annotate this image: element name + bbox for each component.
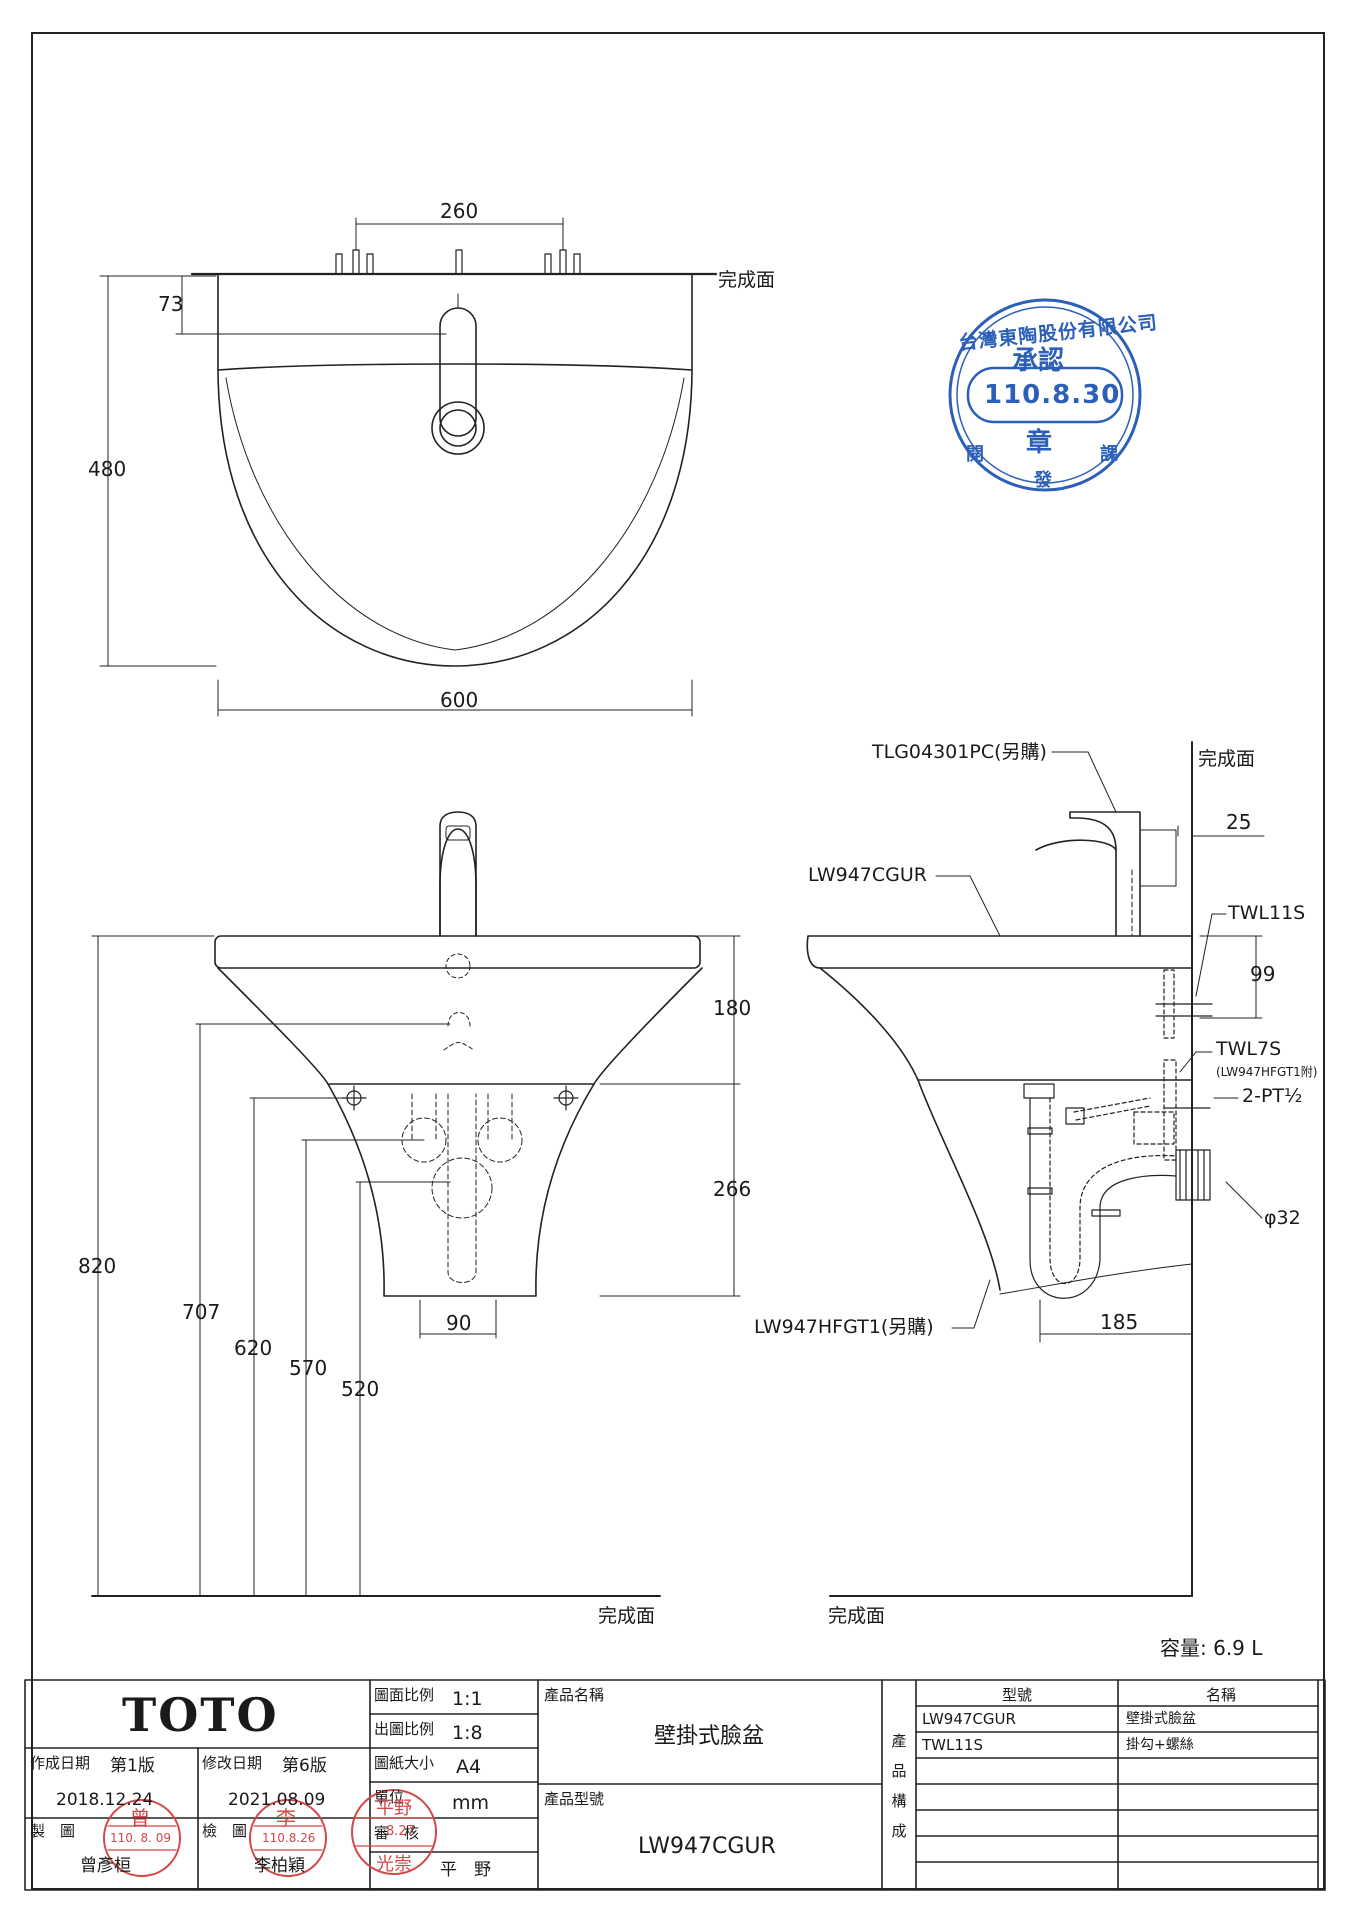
review-stamp-top: 平野 [376, 1798, 412, 1819]
finish-surface-label-floor-front: 完成面 [598, 1605, 656, 1627]
finish-surface-label-floor-side: 完成面 [828, 1605, 886, 1627]
product-model-label: 產品型號 [544, 1790, 605, 1808]
created-date: 2018.12.24 [56, 1790, 154, 1810]
bolt-note-label: (LW947HFGT1附) [1216, 1065, 1318, 1079]
print-scale-value: 1:8 [452, 1722, 483, 1744]
dim-faucet-holes: 260 [440, 199, 479, 223]
side-view-hanger-bolts [1155, 969, 1213, 1161]
scale-value: 1:1 [452, 1688, 483, 1710]
pipe-thread-label: 2-PT½ [1242, 1085, 1303, 1107]
basin-model-label: LW947CGUR [808, 864, 927, 886]
drawn-stamp-char: 曾 [130, 1806, 150, 1830]
created-version: 第1版 [110, 1756, 155, 1776]
hanger-model-label: TWL11S [1228, 902, 1306, 924]
dim-570: 570 [289, 1356, 328, 1380]
approval-stamp-rings [948, 298, 1142, 492]
print-scale-label: 出圖比例 [374, 1720, 435, 1738]
checked-name: 李柏穎 [254, 1856, 305, 1876]
title-block-grid [24, 1679, 1326, 1891]
side-view-dimensions [1039, 825, 1265, 1343]
dim-620: 620 [234, 1336, 273, 1360]
modified-date: 2021.08.09 [228, 1790, 326, 1810]
dim-707: 707 [182, 1300, 221, 1324]
drawn-label: 製 圖 [30, 1822, 76, 1840]
diameter-label: φ32 [1264, 1207, 1301, 1229]
faucet-hole-studs [335, 249, 581, 275]
side-view-trap [1023, 1083, 1211, 1299]
front-view-piping [401, 1093, 523, 1283]
faucet-model-label: TLG04301PC(另購) [872, 741, 1047, 763]
dim-266: 266 [713, 1177, 752, 1201]
capacity-label: 容量: 6.9 L [1160, 1636, 1263, 1660]
front-view-screws [341, 1085, 579, 1111]
stamp-dept-right: 課 [1100, 444, 1118, 465]
stamp-date: 110.8.30 [984, 380, 1121, 410]
product-name-label: 產品名稱 [544, 1686, 605, 1704]
modified-version: 第6版 [282, 1756, 327, 1776]
scale-label: 圖面比例 [374, 1686, 435, 1704]
stamp-dept-mid: 發 [1034, 470, 1052, 491]
side-view-basin [806, 935, 1193, 1295]
dim-180: 180 [713, 996, 752, 1020]
unit-value: mm [452, 1792, 490, 1814]
comp-row-1-name: 壁掛式臉盆 [1126, 1711, 1196, 1727]
comp-row-1-model: LW947CGUR [922, 1710, 1016, 1728]
dim-front-to-faucet: 73 [158, 292, 184, 316]
brand-logo: TOTO [122, 1688, 279, 1742]
stamp-dept-left: 開 [966, 444, 984, 465]
finish-surface-label-top: 完成面 [718, 269, 776, 291]
review-name: 平 野 [440, 1860, 491, 1880]
dim-25: 25 [1226, 810, 1252, 834]
dim-width: 600 [440, 688, 479, 712]
unit-label: 單位 [374, 1788, 405, 1806]
review-label: 審 核 [374, 1824, 420, 1842]
paper-label: 圖紙大小 [374, 1754, 435, 1772]
comp-header-name: 名稱 [1206, 1686, 1237, 1704]
checked-stamp-date: 110.8.26 [262, 1831, 316, 1845]
comp-header-model: 型號 [1002, 1686, 1033, 1704]
stamp-seal: 章 [1026, 428, 1053, 458]
paper-value: A4 [456, 1756, 482, 1778]
dim-90: 90 [446, 1311, 472, 1335]
comp-row-2-model: TWL11S [922, 1736, 983, 1754]
drawing-frame [31, 32, 1325, 1890]
drawn-stamp-date: 110. 8. 09 [110, 1831, 172, 1845]
composition-label: 產品構成 [891, 1732, 907, 1840]
finish-surface-label-wall: 完成面 [1198, 748, 1256, 770]
review-stamp-date: 8.27 [386, 1824, 415, 1839]
modified-label: 修改日期 [202, 1754, 263, 1772]
stamp-approval: 承認 [1012, 346, 1065, 376]
front-view-dimensions [91, 935, 741, 1597]
bolt-model-label: TWL7S [1216, 1038, 1282, 1060]
product-model: LW947CGUR [638, 1834, 776, 1859]
side-view-faucet [1035, 811, 1177, 937]
created-label: 作成日期 [30, 1754, 91, 1772]
dim-depth: 480 [88, 457, 127, 481]
signature-stamps [103, 1789, 437, 1877]
checked-stamp-char: 李 [276, 1806, 296, 1830]
dim-185: 185 [1100, 1310, 1139, 1334]
dim-total-height: 820 [78, 1254, 117, 1278]
dim-520: 520 [341, 1377, 380, 1401]
review-stamp-bottom: 光崇 [376, 1854, 412, 1875]
leader-lines [935, 751, 1227, 1329]
top-view-basin [190, 272, 718, 667]
front-view-faucet [439, 811, 477, 937]
comp-row-2-name: 掛勾+螺絲 [1126, 1737, 1194, 1753]
front-view-basin [214, 825, 703, 1297]
product-name: 壁掛式臉盆 [654, 1724, 765, 1749]
trap-model-label: LW947HFGT1(另購) [754, 1316, 934, 1338]
top-view-dimensions [99, 217, 693, 717]
drawn-name: 曾彥桓 [80, 1856, 131, 1876]
checked-label: 檢 圖 [202, 1822, 248, 1840]
dim-99: 99 [1250, 962, 1276, 986]
